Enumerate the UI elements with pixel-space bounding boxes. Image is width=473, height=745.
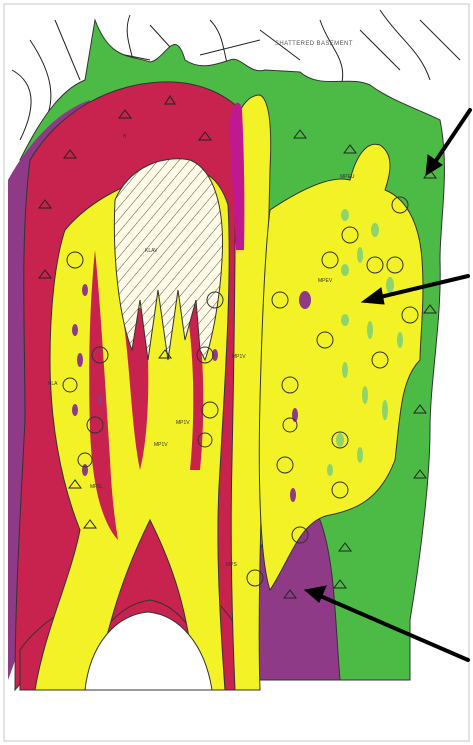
label-mpeu: MPEU — [340, 174, 355, 180]
label-mps: MPS — [226, 562, 238, 568]
label-klav: KLAV — [145, 248, 158, 254]
label-mp1l: MP1L — [90, 484, 103, 490]
label-mp1v-c: MP1V — [154, 442, 168, 448]
label-mpev: MPEV — [318, 278, 333, 284]
top-caption: SHATTERED BASEMENT — [275, 41, 353, 47]
label-kla: KLA — [48, 381, 58, 387]
label-mp1v-a: MP1V — [232, 354, 246, 360]
label-mp1v-b: MP1V — [176, 420, 190, 426]
hatched-core — [114, 159, 222, 360]
